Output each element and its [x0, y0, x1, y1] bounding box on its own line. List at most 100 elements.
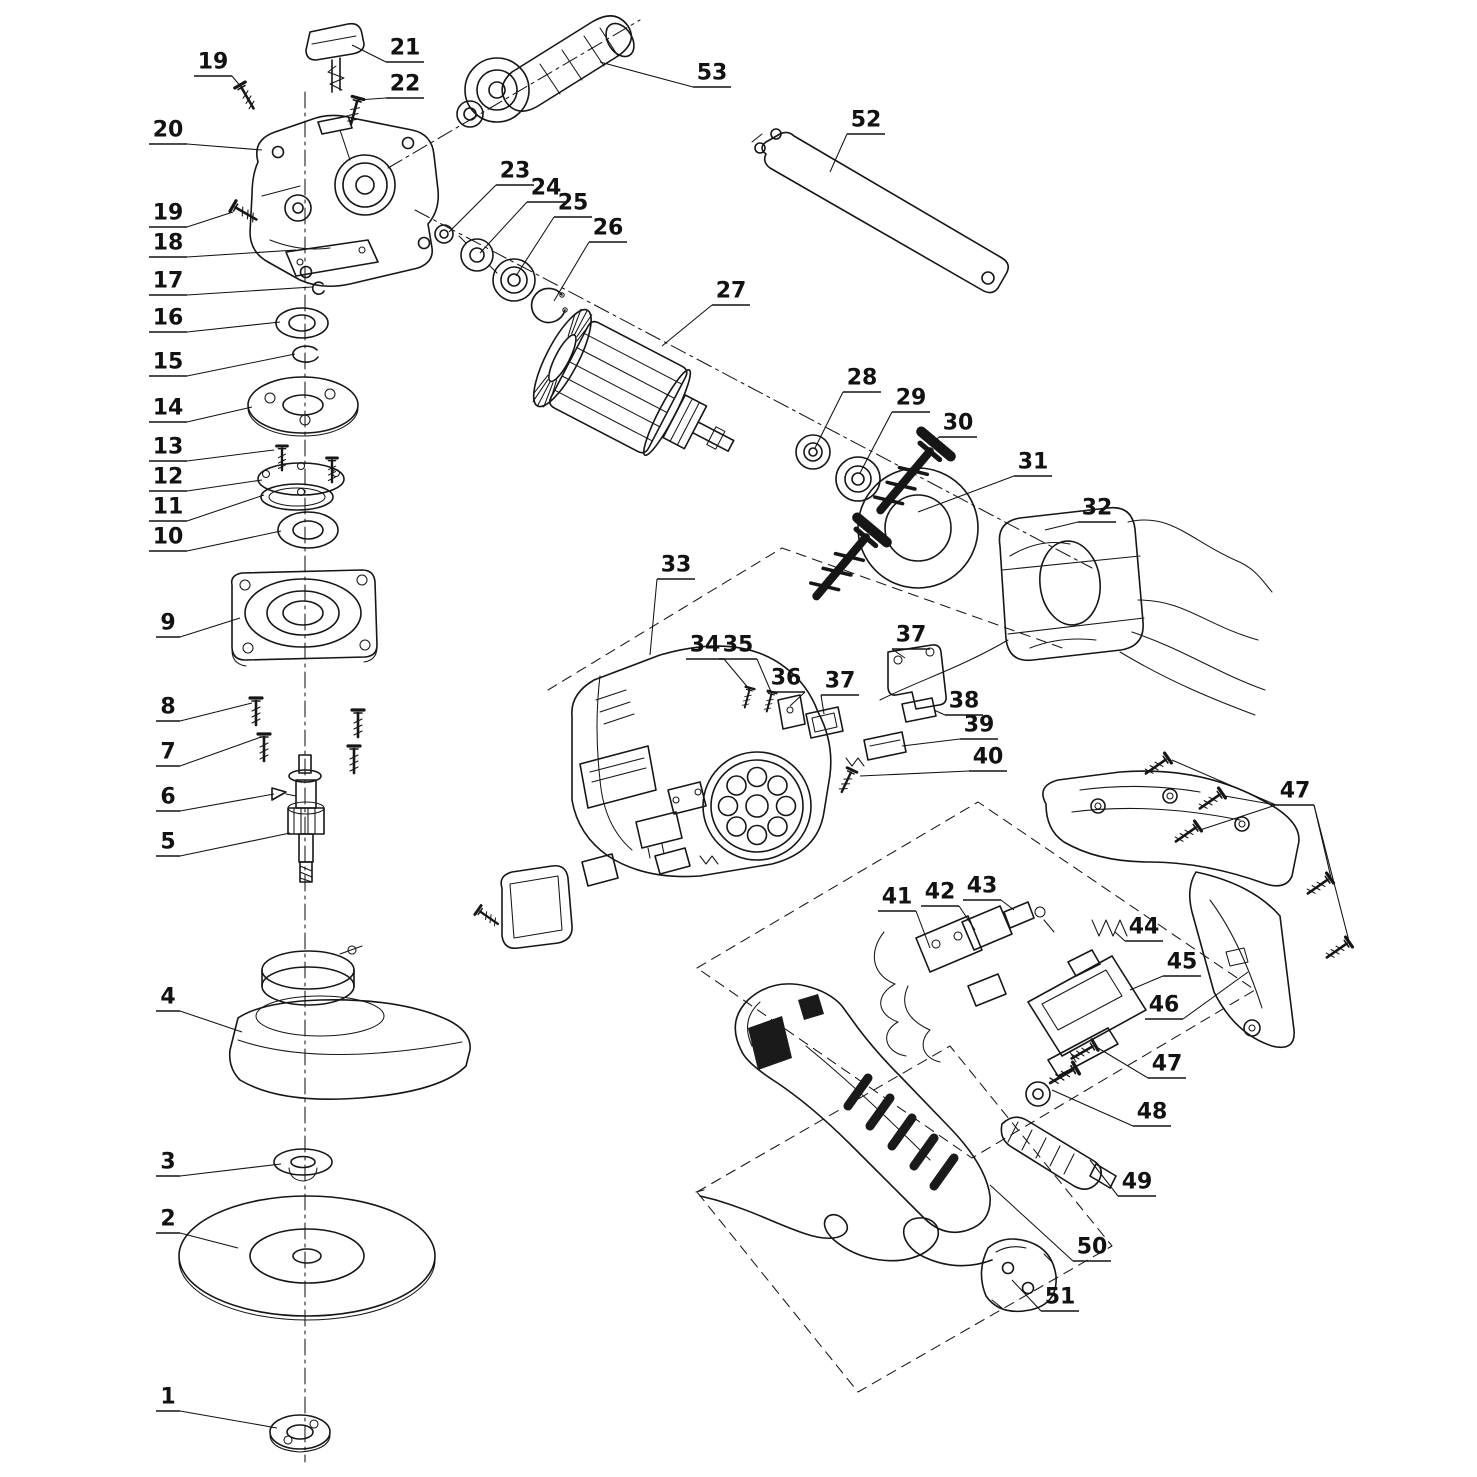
- part-number: 47: [1152, 1052, 1183, 1077]
- part-callout-6: 6: [156, 785, 275, 812]
- part-number: 8: [160, 695, 175, 720]
- spindle-nut: [434, 224, 454, 244]
- part-number: 4: [160, 985, 175, 1010]
- part-callout-13: 13: [149, 435, 275, 462]
- part-callout-1: 1: [156, 1385, 278, 1429]
- pin-spanner-wrench: [751, 128, 1010, 294]
- part-callout-9: 9: [156, 611, 241, 638]
- part-callout-31: 31: [917, 450, 1052, 513]
- part-callout-21: 21: [351, 36, 424, 63]
- gasket-ring: [260, 483, 334, 511]
- upper-bearing: [275, 307, 329, 339]
- housing-cover-plate: [285, 239, 379, 277]
- armature-rotor: [532, 308, 735, 457]
- part-number: 35: [723, 633, 754, 658]
- part-callout-19: 19: [149, 201, 234, 228]
- part-number: 28: [847, 366, 878, 391]
- part-number: 1: [160, 1385, 175, 1410]
- part-number: 46: [1149, 993, 1180, 1018]
- wheel-guard: [228, 945, 471, 1100]
- part-number: 25: [558, 191, 589, 216]
- part-callout-43: 43: [963, 874, 1015, 911]
- part-number: 39: [964, 713, 995, 738]
- part-callout-15: 15: [149, 350, 296, 377]
- lock-knob: [305, 22, 365, 93]
- part-callout-52: 52: [829, 108, 885, 173]
- part-number: 17: [153, 269, 184, 294]
- spring: [1091, 919, 1128, 937]
- part-callout-37: 37: [820, 669, 859, 715]
- assembly-dashed-lines: [547, 547, 1256, 1393]
- part-callout-30: 30: [935, 411, 977, 441]
- part-callout-35: 35: [719, 633, 773, 695]
- part-callout-47: 47: [1171, 759, 1351, 946]
- part-number: 52: [851, 108, 882, 133]
- part-number: 14: [153, 396, 184, 421]
- part-callout-42: 42: [921, 880, 976, 931]
- part-number: 32: [1082, 496, 1113, 521]
- part-callout-26: 26: [553, 216, 627, 302]
- part-number: 38: [949, 689, 980, 714]
- front-bearing: [492, 258, 536, 302]
- spindle-bearing: [277, 511, 339, 549]
- part-callout-37: 37: [891, 623, 930, 659]
- part-number: 5: [160, 830, 175, 855]
- part-callout-41: 41: [878, 885, 931, 949]
- cord-strain-relief: [1000, 1116, 1117, 1190]
- power-cord-plug: [695, 1189, 1057, 1313]
- inspection-cover: [473, 864, 573, 950]
- part-number: 41: [882, 885, 913, 910]
- rear-bearing-large: [835, 456, 881, 502]
- part-callout-38: 38: [933, 689, 983, 716]
- part-number: 15: [153, 350, 184, 375]
- part-number: 30: [943, 411, 974, 436]
- part-callout-4: 4: [156, 985, 243, 1033]
- part-callout-36: 36: [767, 666, 806, 707]
- switch-button: [748, 1016, 792, 1070]
- part-number: 29: [896, 386, 927, 411]
- part-number: 44: [1129, 915, 1160, 940]
- part-callout-40: 40: [859, 745, 1007, 777]
- part-number: 42: [925, 880, 956, 905]
- part-number: 22: [390, 72, 421, 97]
- rear-bearing-small: [795, 434, 831, 470]
- part-number: 43: [967, 874, 998, 899]
- part-number: 10: [153, 525, 184, 550]
- part-number: 47: [1280, 779, 1311, 804]
- part-callout-5: 5: [156, 830, 291, 857]
- part-callout-14: 14: [149, 396, 253, 423]
- grip-ribs: [843, 1073, 959, 1191]
- part-callout-25: 25: [515, 191, 592, 277]
- part-number: 37: [896, 623, 927, 648]
- stator: [879, 506, 1273, 716]
- inner-flange: [273, 1148, 333, 1182]
- part-callout-44: 44: [1114, 915, 1163, 942]
- part-number: 24: [531, 176, 562, 201]
- part-number: 26: [593, 216, 624, 241]
- part-number: 12: [153, 465, 184, 490]
- part-callout-33: 33: [649, 553, 695, 656]
- part-callout-51: 51: [1011, 1279, 1079, 1312]
- part-number: 11: [153, 495, 184, 520]
- part-callout-2: 2: [156, 1207, 239, 1249]
- part-callout-17: 17: [149, 269, 313, 296]
- part-callout-48: 48: [1051, 1089, 1171, 1127]
- part-callout-53: 53: [599, 61, 731, 88]
- part-callout-27: 27: [661, 279, 750, 347]
- part-number: 49: [1122, 1170, 1153, 1195]
- part-callout-12: 12: [149, 465, 263, 492]
- part-number: 18: [153, 231, 184, 256]
- part-number: 37: [825, 669, 856, 694]
- part-number: 34: [690, 633, 721, 658]
- part-callout-7: 7: [156, 736, 262, 767]
- gear-coupling: [458, 235, 498, 274]
- part-number: 16: [153, 306, 184, 331]
- capacitor-block: [915, 915, 983, 973]
- part-callout-3: 3: [156, 1150, 282, 1177]
- part-callout-32: 32: [1044, 496, 1116, 531]
- part-number: 2: [160, 1207, 175, 1232]
- part-number: 20: [153, 118, 184, 143]
- part-number: 45: [1167, 950, 1198, 975]
